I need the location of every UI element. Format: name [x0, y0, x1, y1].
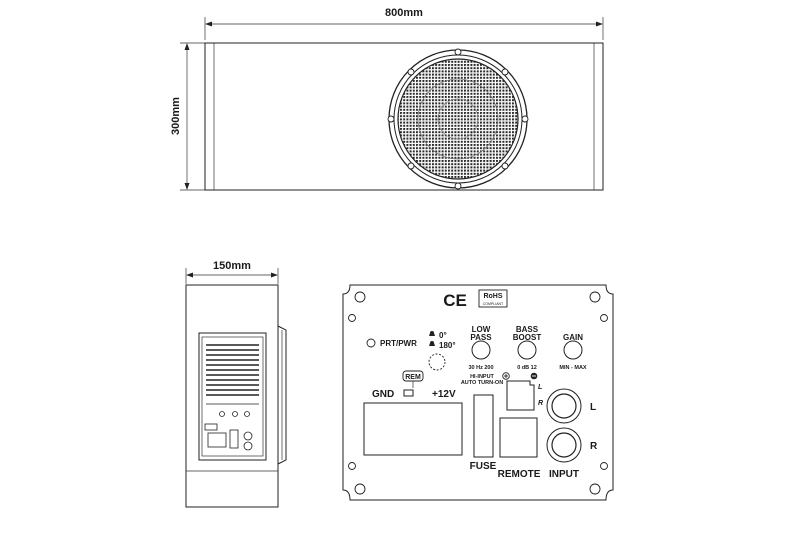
phase-0-label: 0°	[439, 331, 447, 340]
height-arrow-bottom	[184, 183, 190, 190]
heat-sink-fins	[206, 344, 259, 396]
low-pass-title-1: LOW	[472, 325, 491, 334]
rem-terminal	[403, 389, 414, 397]
height-label: 300mm	[170, 97, 182, 135]
enclosure-front	[204, 42, 604, 191]
panel-outline	[342, 284, 614, 501]
width-arrow-right	[596, 21, 603, 27]
rohs-label: RoHS	[483, 293, 502, 300]
height-arrow-top	[184, 43, 190, 50]
hi-input-l-label: L	[538, 384, 542, 391]
hi-input-plug[interactable]	[506, 380, 535, 411]
phase-180-icon	[429, 341, 435, 346]
width-label: 800mm	[385, 7, 423, 19]
depth-arrow-right	[271, 272, 278, 278]
ce-mark: CE	[443, 291, 467, 310]
hi-input-r-label: R	[538, 400, 543, 407]
low-pass-knob[interactable]	[471, 340, 491, 360]
remote-port[interactable]	[499, 417, 538, 458]
side-view: 150mm	[185, 260, 287, 508]
bass-boost-title-2: BOOST	[513, 333, 542, 342]
plus12v-label: +12V	[432, 389, 456, 400]
rca-l-label: L	[590, 402, 596, 413]
phase-switch: 0° 180°	[428, 331, 456, 371]
depth-arrow-left	[186, 272, 193, 278]
front-view: 800mm 300mm	[170, 7, 604, 191]
gain-knob[interactable]	[563, 340, 583, 360]
hi-input-label-1: HI-INPUT	[470, 374, 494, 380]
rca-inputs: L R INPUT	[546, 388, 598, 480]
low-pass-range: 30 Hz 200	[468, 365, 493, 371]
phase-0-icon	[429, 331, 435, 336]
remote-label: REMOTE	[498, 469, 541, 480]
bass-boost-control: BASS BOOST 0 dB 12	[513, 325, 542, 371]
hi-input-label-2: AUTO TURN-ON	[461, 380, 503, 386]
rohs-sub-label: COMPLIANT	[483, 302, 504, 306]
input-label: INPUT	[549, 469, 579, 480]
prt-pwr-led	[366, 338, 376, 348]
bass-boost-title-1: BASS	[516, 325, 539, 334]
gain-title: GAIN	[563, 333, 583, 342]
width-arrow-left	[205, 21, 212, 27]
bass-boost-range: 0 dB 12	[517, 365, 537, 371]
power-terminal-block[interactable]	[363, 402, 463, 456]
enclosure-side	[185, 284, 279, 508]
bass-boost-knob[interactable]	[517, 340, 537, 360]
rem-badge: REM	[402, 370, 424, 388]
rca-r-label: R	[590, 441, 598, 452]
rohs-badge: RoHS COMPLIANT	[478, 289, 508, 308]
fuse-holder[interactable]	[473, 394, 494, 458]
gnd-label: GND	[372, 389, 394, 400]
amp-plate-side	[198, 332, 267, 461]
low-pass-title-2: PASS	[470, 333, 492, 342]
phase-knob[interactable]	[428, 353, 446, 371]
gain-range: MIN - MAX	[559, 365, 587, 371]
gain-control: GAIN MIN - MAX	[559, 333, 587, 371]
amp-panel: CE RoHS COMPLIANT PRT/PWR 0° 180° LOW PA…	[342, 284, 614, 501]
woofer-rim-side	[277, 325, 287, 465]
depth-label: 150mm	[213, 260, 251, 272]
mounting-holes	[348, 291, 608, 495]
rem-label: REM	[405, 374, 421, 381]
fuse-label: FUSE	[470, 461, 497, 472]
prt-pwr-label: PRT/PWR	[380, 339, 417, 348]
phase-180-label: 180°	[439, 341, 456, 350]
hi-input-connector: HI-INPUT AUTO TURN-ON L R	[461, 372, 543, 411]
low-pass-control: LOW PASS 30 Hz 200	[468, 325, 493, 371]
mini-controls	[204, 403, 259, 451]
woofer-grille	[387, 48, 529, 190]
